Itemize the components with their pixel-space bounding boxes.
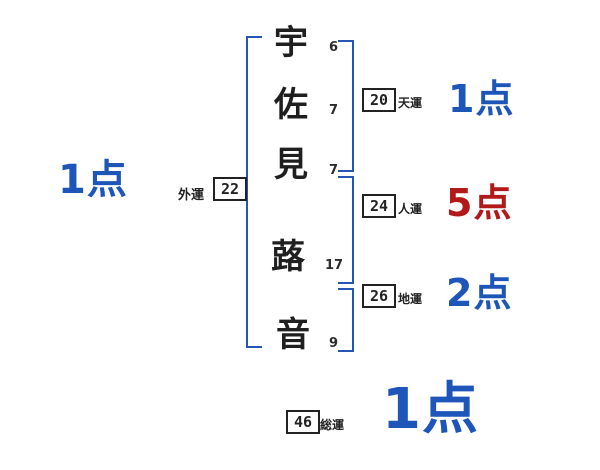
outer-bracket-bottom-tick	[246, 346, 262, 348]
gaiun-score: 1点	[58, 157, 128, 203]
gaiun-label: 外運	[178, 188, 205, 203]
gaiun-value-box: 22	[213, 177, 247, 201]
outer-bracket-top-tick	[246, 36, 262, 38]
name-char-3: 見	[274, 145, 308, 185]
chiun-value-box: 26	[362, 284, 396, 308]
chiun-bracket-top-tick	[338, 288, 352, 290]
jinun-value-box: 24	[362, 194, 396, 218]
chiun-label: 地運	[398, 292, 423, 306]
tenun-bracket-bottom-tick	[338, 170, 352, 172]
jinun-bracket-vertical	[352, 176, 354, 284]
stroke-count-5: 9	[329, 336, 339, 351]
name-char-2: 佐	[274, 85, 308, 125]
chiun-bracket-vertical	[352, 288, 354, 352]
chiun-score: 2点	[446, 271, 513, 315]
jinun-label: 人運	[398, 202, 423, 216]
jinun-score: 5点	[446, 181, 513, 225]
tenun-bracket-top-tick	[338, 40, 352, 42]
stroke-count-2: 7	[329, 103, 339, 118]
stroke-count-1: 6	[329, 40, 339, 55]
tenun-score: 1点	[448, 77, 515, 121]
stroke-count-3: 7	[329, 163, 339, 178]
soun-label: 総運	[320, 418, 345, 432]
name-char-5: 音	[276, 315, 310, 355]
tenun-label: 天運	[398, 96, 423, 110]
stroke-count-4: 17	[325, 258, 344, 273]
name-char-1: 宇	[274, 23, 308, 63]
name-char-4: 蕗	[271, 237, 305, 277]
soun-score: 1点	[382, 377, 479, 442]
tenun-value-box: 20	[362, 88, 396, 112]
chiun-bracket-bottom-tick	[338, 350, 352, 352]
tenun-bracket-vertical	[352, 40, 354, 172]
outer-bracket-vertical	[246, 36, 248, 348]
soun-value-box: 46	[286, 410, 320, 434]
jinun-bracket-bottom-tick	[338, 282, 352, 284]
jinun-bracket-top-tick	[338, 176, 352, 178]
